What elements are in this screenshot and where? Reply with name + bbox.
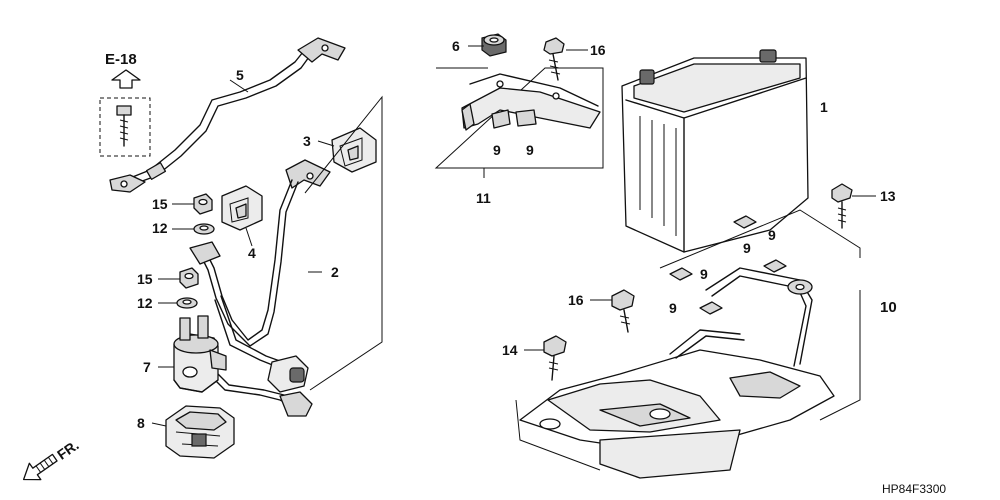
starter-relay-7 — [173, 315, 227, 393]
reference-e18: E-18 — [99, 51, 151, 157]
callout-5: 5 — [236, 67, 244, 83]
callout-11: 11 — [476, 190, 491, 206]
callout-15-lower: 15 — [137, 271, 153, 287]
grommet-6 — [481, 33, 507, 57]
cushion-9-b — [763, 259, 787, 273]
relay-mount-8 — [165, 405, 235, 459]
negative-cable-5 — [109, 37, 346, 193]
terminal-cover-3 — [331, 127, 377, 173]
battery-bracket-group-11 — [434, 67, 604, 178]
callout-14: 14 — [502, 342, 518, 358]
front-arrow-icon — [22, 453, 58, 481]
washer-12-upper — [193, 223, 215, 235]
bracket-2-outline — [304, 95, 383, 391]
cushion-9-a — [733, 215, 757, 229]
front-direction-indicator: FR. — [22, 437, 82, 481]
callout-9-bracket-right: 9 — [526, 142, 534, 158]
bolt-14 — [543, 335, 567, 381]
callout-13: 13 — [880, 188, 896, 204]
front-label: FR. — [54, 437, 82, 463]
leader-lines — [151, 45, 876, 427]
nut-15-upper — [193, 193, 213, 215]
callout-9-bracket-left: 9 — [493, 142, 501, 158]
battery-box-10 — [515, 209, 861, 479]
callout-4: 4 — [248, 245, 256, 261]
cushion-9-c — [669, 267, 693, 281]
reference-label: E-18 — [105, 51, 137, 68]
callout-1: 1 — [820, 99, 828, 115]
callout-9-box-b: 9 — [768, 227, 776, 243]
terminal-cover-4 — [221, 185, 263, 231]
callout-16-lower: 16 — [568, 292, 584, 308]
callout-numbers: 1 2 3 4 5 6 7 8 9 9 9 9 9 9 10 11 12 12 … — [137, 38, 897, 431]
callout-2: 2 — [331, 264, 339, 280]
bolt-16-upper — [543, 37, 565, 81]
diagram-code: HP84F3300 — [882, 482, 946, 496]
callout-15-upper: 15 — [152, 196, 168, 212]
battery-1 — [621, 49, 809, 253]
callout-10: 10 — [880, 299, 897, 316]
callout-12-upper: 12 — [152, 220, 168, 236]
starter-cable-2 — [189, 159, 331, 417]
bolt-13 — [831, 183, 853, 229]
callout-12-lower: 12 — [137, 295, 153, 311]
washer-12-lower — [176, 297, 198, 309]
callout-16-upper: 16 — [590, 42, 606, 58]
callout-9-box-a: 9 — [743, 240, 751, 256]
reference-bolt-box — [99, 97, 151, 157]
cushion-9-d — [699, 301, 723, 315]
callout-9-box-c: 9 — [700, 266, 708, 282]
callout-3: 3 — [303, 133, 311, 149]
bolt-icon — [116, 105, 132, 147]
callout-9-box-d: 9 — [669, 300, 677, 316]
callout-6: 6 — [452, 38, 460, 54]
bolt-16-lower — [611, 289, 635, 333]
up-arrow-icon — [111, 69, 141, 89]
callout-7: 7 — [143, 359, 151, 375]
nut-15-lower — [179, 267, 199, 289]
callout-8: 8 — [137, 415, 145, 431]
